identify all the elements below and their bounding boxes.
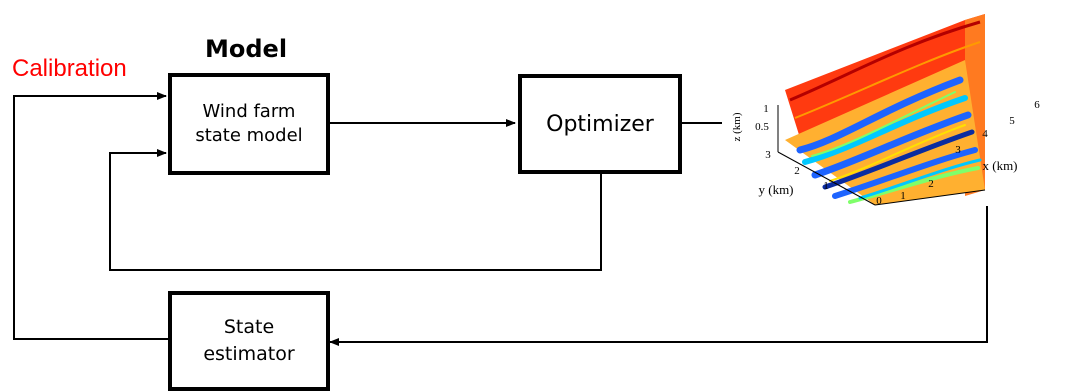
- z-tick-1: 1: [763, 103, 769, 115]
- x-tick-5: 5: [1009, 115, 1015, 127]
- state-estimator-line1: State: [223, 316, 275, 339]
- wind-farm-box-line2: state model: [195, 125, 303, 146]
- x-tick-6: 6: [1034, 99, 1040, 111]
- x-tick-1: 1: [900, 190, 906, 202]
- optimizer-box: Optimizer: [518, 74, 682, 174]
- y-axis-label: y (km): [758, 182, 793, 197]
- y-tick-2: 2: [794, 165, 800, 177]
- x-tick-2: 2: [928, 178, 934, 190]
- wake-streaks: [796, 76, 982, 204]
- state-estimator-line2: estimator: [203, 343, 295, 365]
- optimizer-feedback-line: [109, 149, 602, 271]
- z-tick-0.5: 0.5: [755, 121, 769, 133]
- measurement-line: [329, 206, 988, 346]
- y-tick-3: 3: [765, 149, 771, 161]
- wind-farm-state-model-box: Wind farm state model: [168, 73, 330, 175]
- calibration-label: Calibration: [12, 55, 127, 82]
- z-axis-label: z (km): [731, 112, 743, 141]
- calibration-line: [13, 92, 168, 340]
- x-axis-label: x (km): [982, 158, 1017, 173]
- x-tick-3: 3: [955, 144, 961, 156]
- wind-farm-box-line1: Wind farm: [202, 100, 296, 122]
- flow-field-back-wall: [785, 14, 985, 138]
- flow-field-plot: 1 0.5 z (km) 3 2 1 0 y (km) 1 2 3 4 5 6 …: [731, 14, 1040, 207]
- state-estimator-box: State estimator: [168, 291, 330, 391]
- optimizer-box-label: Optimizer: [546, 111, 654, 137]
- model-label: Model: [205, 35, 288, 63]
- x-tick-4: 4: [982, 128, 988, 140]
- y-tick-1: 1: [823, 180, 829, 192]
- y-tick-0: 0: [876, 195, 882, 207]
